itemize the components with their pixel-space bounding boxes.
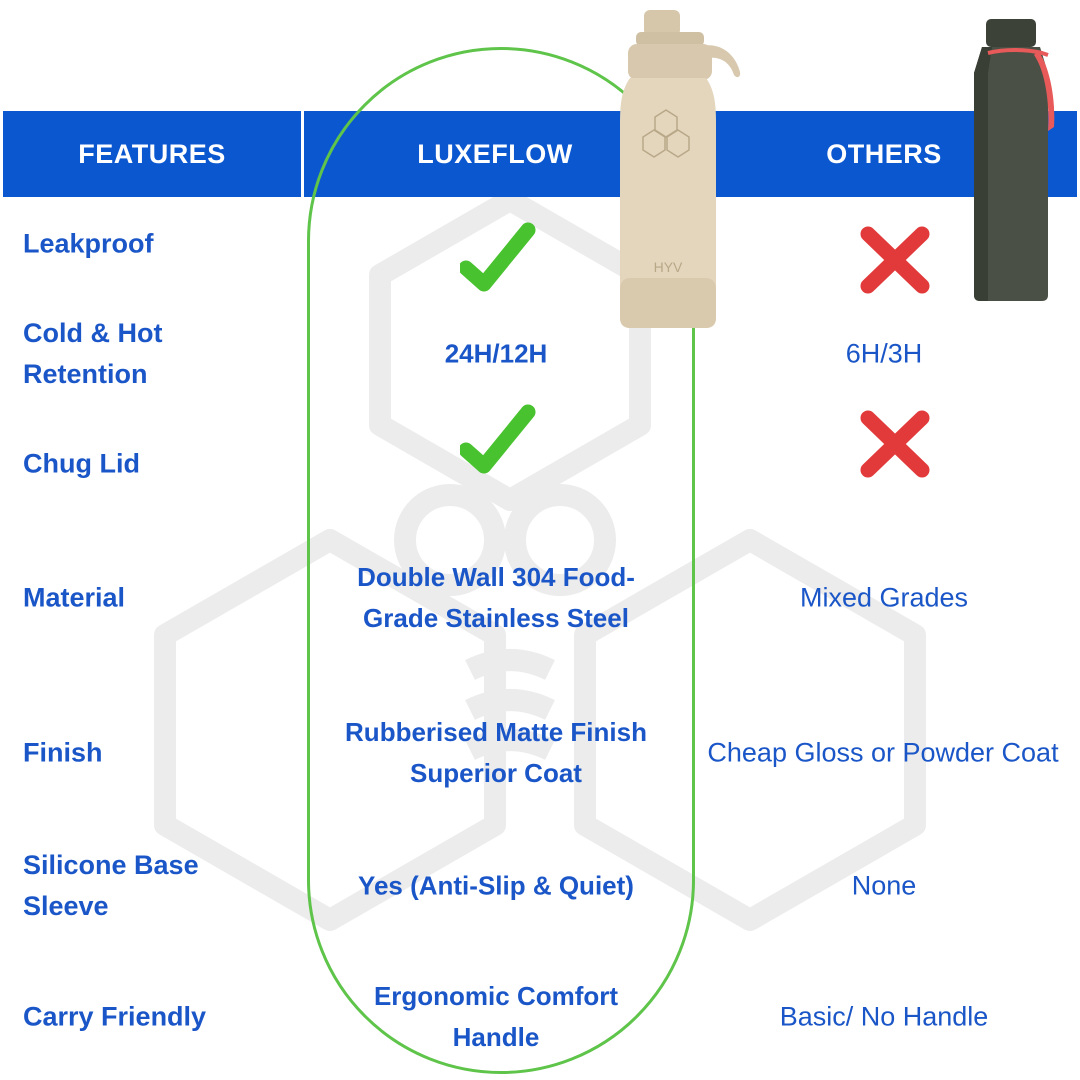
check-icon bbox=[460, 404, 536, 474]
feature-material: Material bbox=[23, 582, 126, 613]
luxeflow-silicone-base: Yes (Anti-Slip & Quiet) bbox=[358, 870, 634, 901]
feature-chug-lid: Chug Lid bbox=[23, 448, 140, 479]
luxeflow-material: Double Wall 304 Food-Grade Stainless Ste… bbox=[357, 562, 635, 633]
others-material: Mixed Grades bbox=[799, 582, 969, 613]
luxeflow-finish: Rubberised Matte Finish Superior Coat bbox=[345, 717, 647, 788]
feature-leakproof: Leakproof bbox=[23, 228, 154, 259]
header-divider bbox=[301, 111, 304, 197]
header-others: OTHERS bbox=[826, 138, 942, 169]
others-finish: Cheap Gloss or Powder Coat bbox=[707, 737, 1059, 768]
feature-silicone-base: Silicone Base Sleeve bbox=[23, 850, 199, 921]
others-bottle-image bbox=[974, 19, 1055, 301]
others-carry-friendly: Basic/ No Handle bbox=[779, 1001, 989, 1032]
bottle-brand-text: HYV bbox=[654, 259, 683, 275]
luxeflow-retention: 24H/12H bbox=[444, 338, 548, 369]
cross-icon bbox=[860, 410, 930, 478]
luxeflow-carry-friendly: Ergonomic Comfort Handle bbox=[373, 981, 619, 1052]
feature-finish: Finish bbox=[23, 737, 103, 768]
others-silicone-base: None bbox=[851, 870, 917, 901]
luxeflow-highlight-outline bbox=[307, 47, 695, 1074]
others-retention: 6H/3H bbox=[845, 338, 923, 369]
check-icon bbox=[460, 222, 536, 292]
luxeflow-bottle-image: HYV bbox=[620, 10, 741, 328]
header-features: FEATURES bbox=[78, 138, 226, 169]
feature-retention: Cold & Hot Retention bbox=[23, 318, 163, 389]
feature-carry-friendly: Carry Friendly bbox=[23, 1001, 207, 1032]
cross-icon bbox=[860, 226, 930, 294]
